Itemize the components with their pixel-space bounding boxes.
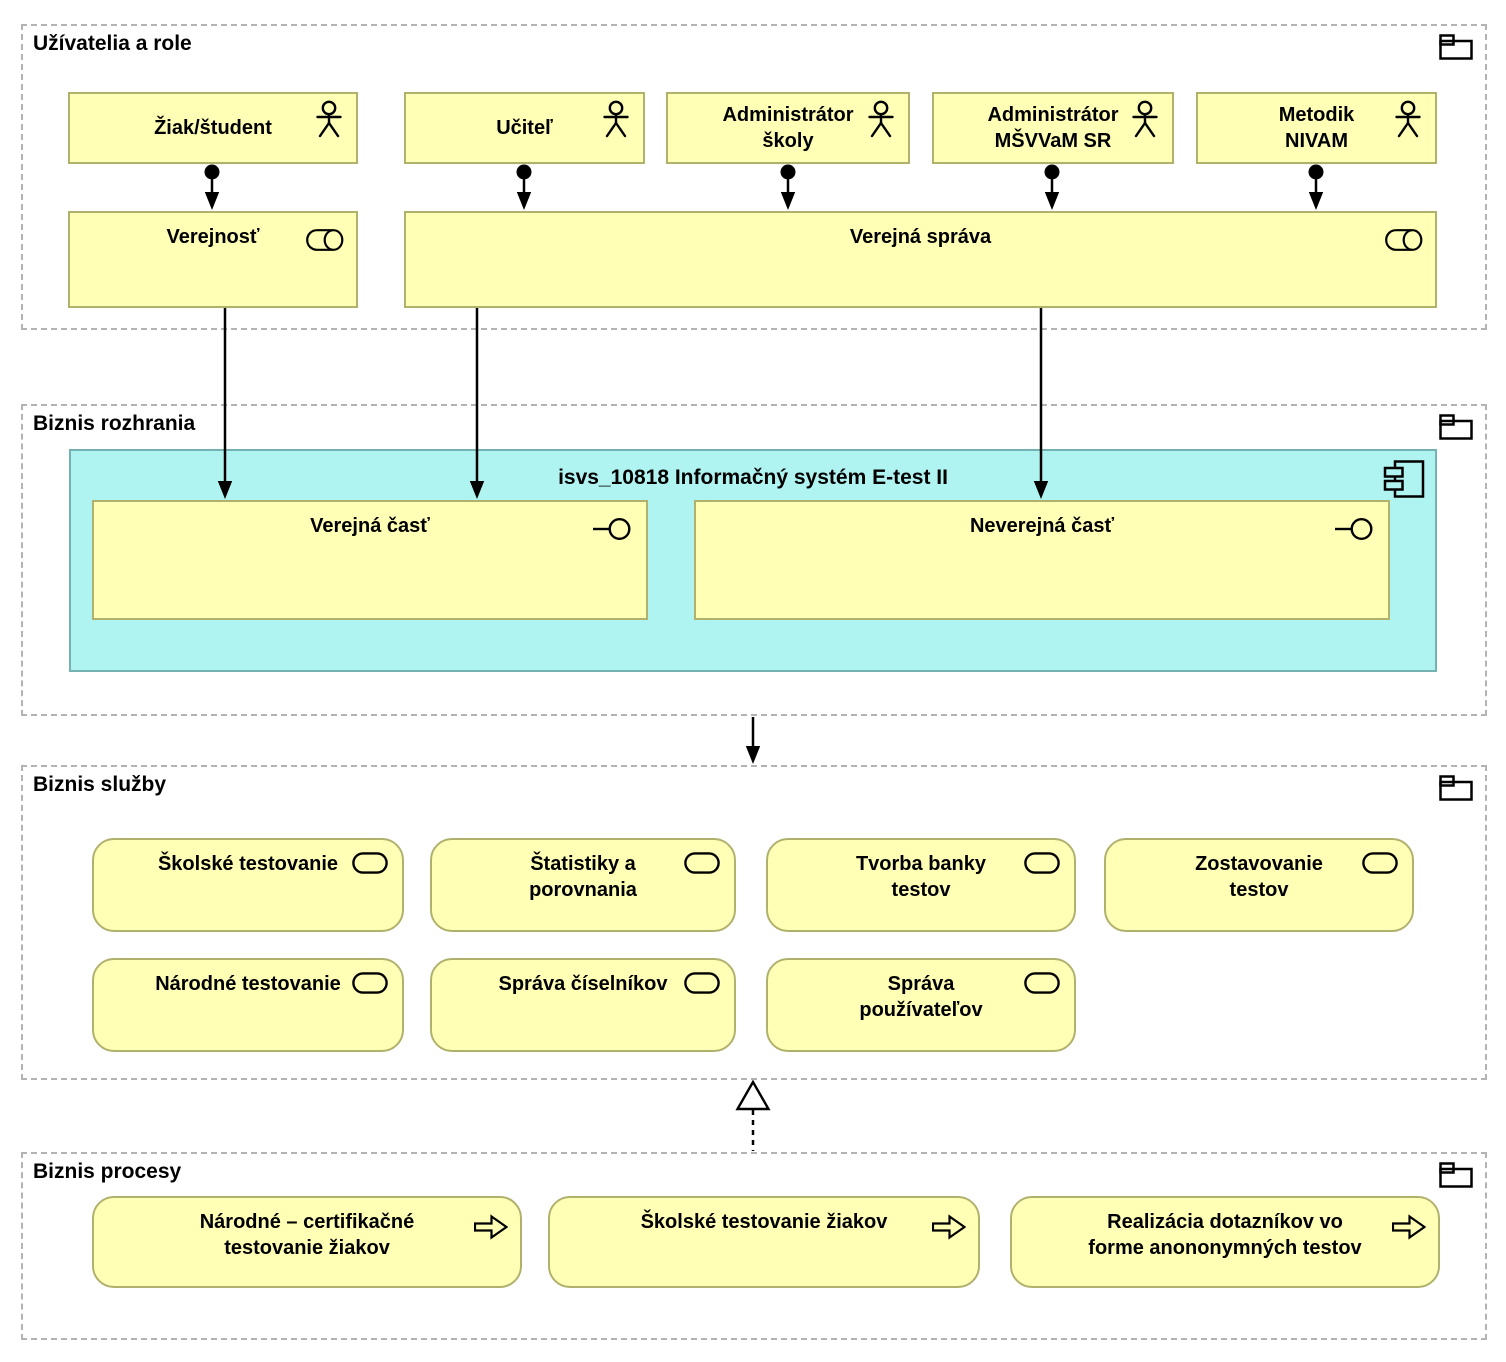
business-process-icon <box>1392 1214 1426 1240</box>
group-business-services[interactable]: Biznis služby <box>21 765 1487 1080</box>
system-title: isvs_10818 Informačný systém E-test II <box>558 466 948 489</box>
process-narodne-certifikacne-testovanie[interactable]: Národné – certifikačné testovanie žiakov <box>92 1196 522 1288</box>
group-label: Biznis služby <box>33 773 167 796</box>
business-role-icon <box>1385 229 1423 251</box>
service-label: Školské testovanie <box>157 853 339 875</box>
service-label: Štatistiky a porovnania <box>529 853 637 902</box>
actor-administrator-msvvam[interactable]: Administrátor MŠVVaM SR <box>932 92 1174 164</box>
service-sprava-pouzivatelov[interactable]: Správa používateľov <box>766 958 1076 1052</box>
service-tvorba-banky-testov[interactable]: Tvorba banky testov <box>766 838 1076 932</box>
business-service-icon <box>1024 972 1060 994</box>
service-zostavovanie-testov[interactable]: Zostavovanie testov <box>1104 838 1414 932</box>
business-actor-icon <box>1395 100 1421 138</box>
service-label: Správa číselníkov <box>498 973 668 995</box>
business-service-icon <box>684 972 720 994</box>
process-label: Školské testovanie žiakov <box>640 1211 888 1233</box>
group-label: Biznis procesy <box>33 1160 182 1183</box>
actor-ziak-student[interactable]: Žiak/študent <box>68 92 358 164</box>
service-label: Správa používateľov <box>859 973 983 1022</box>
actor-label: Administrátor školy <box>722 103 854 152</box>
process-label: Národné – certifikačné testovanie žiakov <box>199 1211 415 1260</box>
interface-label: Verejná časť <box>310 515 430 537</box>
interfaces-to-services-connector[interactable] <box>745 717 761 764</box>
service-skolske-testovanie[interactable]: Školské testovanie <box>92 838 404 932</box>
group-business-processes[interactable]: Biznis procesy <box>21 1152 1487 1340</box>
service-label: Národné testovanie <box>155 973 341 995</box>
business-service-icon <box>684 852 720 874</box>
group-label: Biznis rozhrania <box>33 412 196 435</box>
actor-label: Učiteľ <box>496 116 553 139</box>
business-service-icon <box>352 852 388 874</box>
business-interface-icon <box>593 517 631 541</box>
actor-ucitel[interactable]: Učiteľ <box>404 92 645 164</box>
group-users-and-roles[interactable]: Užívatelia a role <box>21 24 1487 330</box>
interface-neverejna-cast[interactable]: Neverejná časť <box>694 500 1390 620</box>
process-skolske-testovanie-ziakov[interactable]: Školské testovanie žiakov <box>548 1196 980 1288</box>
actor-metodik-nivam[interactable]: Metodik NIVAM <box>1196 92 1437 164</box>
group-label: Užívatelia a role <box>33 32 192 55</box>
business-actor-icon <box>316 100 342 138</box>
business-service-icon <box>352 972 388 994</box>
business-service-icon <box>1024 852 1060 874</box>
actor-administrator-skoly[interactable]: Administrátor školy <box>666 92 910 164</box>
actor-label: Administrátor MŠVVaM SR <box>987 103 1119 152</box>
actor-label: Metodik NIVAM <box>1278 103 1355 152</box>
business-actor-icon <box>1132 100 1158 138</box>
service-narodne-testovanie[interactable]: Národné testovanie <box>92 958 404 1052</box>
interface-verejna-cast[interactable]: Verejná časť <box>92 500 648 620</box>
business-interface-icon <box>1335 517 1373 541</box>
role-verejnost[interactable]: Verejnosť <box>68 211 358 308</box>
service-label: Tvorba banky testov <box>855 853 987 902</box>
folder-icon <box>1439 34 1473 60</box>
process-realizacia-dotaznikov[interactable]: Realizácia dotazníkov vo forme anononymn… <box>1010 1196 1440 1288</box>
role-verejna-sprava[interactable]: Verejná správa <box>404 211 1437 308</box>
business-actor-icon <box>603 100 629 138</box>
role-label: Verejná správa <box>849 226 992 248</box>
business-service-icon <box>1362 852 1398 874</box>
service-label: Zostavovanie testov <box>1195 853 1323 902</box>
group-business-interfaces[interactable]: Biznis rozhrania <box>21 404 1487 716</box>
folder-icon <box>1439 414 1473 440</box>
processes-realize-services-connector[interactable] <box>735 1079 771 1151</box>
business-process-icon <box>932 1214 966 1240</box>
actor-label: Žiak/študent <box>154 116 272 139</box>
service-sprava-ciselnikov[interactable]: Správa číselníkov <box>430 958 736 1052</box>
folder-icon <box>1439 1162 1473 1188</box>
interface-label: Neverejná časť <box>969 515 1115 537</box>
application-component-icon <box>1383 460 1425 498</box>
process-label: Realizácia dotazníkov vo forme anononymn… <box>1088 1211 1362 1260</box>
business-role-icon <box>306 229 344 251</box>
business-actor-icon <box>868 100 894 138</box>
folder-icon <box>1439 775 1473 801</box>
business-process-icon <box>474 1214 508 1240</box>
service-statistiky-porovnania[interactable]: Štatistiky a porovnania <box>430 838 736 932</box>
role-label: Verejnosť <box>166 226 260 248</box>
